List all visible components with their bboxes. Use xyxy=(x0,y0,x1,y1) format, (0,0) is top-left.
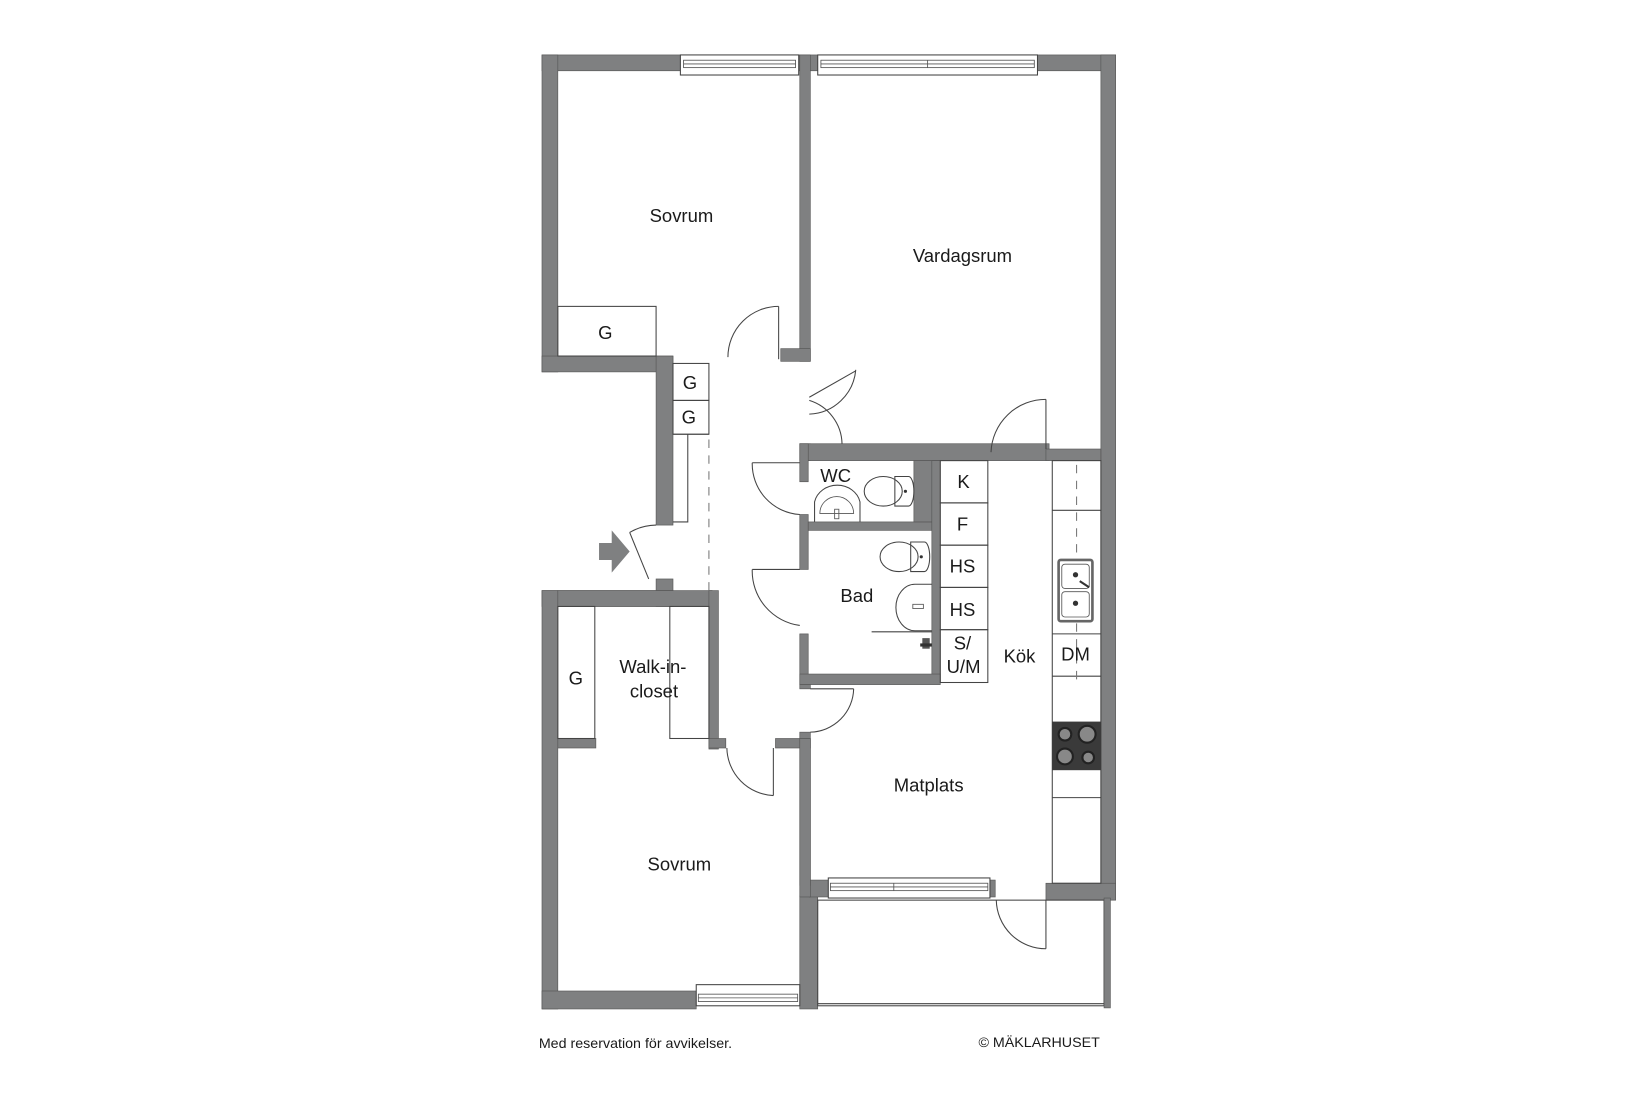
label-wc: WC xyxy=(820,465,851,486)
sink-icon xyxy=(1057,558,1094,623)
label-bedroom-bottom: Sovrum xyxy=(648,854,712,875)
copyright-text: © MÄKLARHUSET xyxy=(978,1034,1100,1051)
door-balcony xyxy=(995,900,1047,950)
balcony xyxy=(817,897,1111,1009)
window-bedroom-top xyxy=(679,54,800,76)
label-utility-1: S/ xyxy=(954,633,972,654)
label-freezer: F xyxy=(957,513,968,534)
label-wardrobe-hall-2: G xyxy=(682,407,696,428)
interior-walls xyxy=(557,54,1102,898)
label-bedroom-top: Sovrum xyxy=(650,205,714,226)
entrance-arrow-icon xyxy=(599,530,630,573)
label-tall-cabinet-1: HS xyxy=(950,556,976,577)
wc-fixtures xyxy=(814,475,915,522)
label-utility-2: U/M xyxy=(947,656,981,677)
wc-toilet-icon xyxy=(863,475,915,507)
label-fridge: K xyxy=(957,471,970,492)
label-walk-in-closet-2: closet xyxy=(630,680,678,701)
doors xyxy=(629,305,1047,950)
door-bedroom-top xyxy=(727,305,780,360)
label-wardrobe-closet: G xyxy=(569,668,583,689)
door-bath xyxy=(751,568,800,626)
bath-toilet-icon xyxy=(879,541,931,573)
label-walk-in-closet-1: Walk-in- xyxy=(619,656,686,677)
label-bath: Bad xyxy=(840,585,873,606)
bath-sink-icon xyxy=(895,583,932,632)
exterior-walls xyxy=(541,54,1116,1010)
door-living-room xyxy=(809,369,857,444)
kitchen-counter-right xyxy=(1051,460,1102,884)
door-entrance xyxy=(629,524,657,580)
label-kitchen: Kök xyxy=(1004,645,1037,666)
disclaimer-text: Med reservation för avvikelser. xyxy=(539,1036,732,1052)
door-dining xyxy=(810,688,855,733)
bath-fixtures xyxy=(871,541,932,649)
room-labels: Sovrum Vardagsrum WC Bad Kök Matplats Wa… xyxy=(569,205,1090,875)
window-dining xyxy=(827,877,991,899)
kitchen-units-left xyxy=(939,460,989,684)
door-bedroom-bottom xyxy=(726,747,774,797)
window-living-room xyxy=(817,54,1039,76)
wc-sink-icon xyxy=(814,484,861,522)
window-bedroom-bottom xyxy=(695,984,801,1007)
label-dining: Matplats xyxy=(894,774,964,795)
label-wardrobe-hall-1: G xyxy=(683,372,697,393)
wardrobes xyxy=(557,305,710,740)
door-kitchen xyxy=(990,398,1047,453)
windows xyxy=(679,54,1039,1007)
door-wc xyxy=(751,462,800,516)
label-dishwasher: DM xyxy=(1061,643,1090,664)
label-tall-cabinet-2: HS xyxy=(950,599,976,620)
label-living-room: Vardagsrum xyxy=(913,245,1012,266)
stove-icon xyxy=(1052,721,1101,771)
shower-mixer-icon xyxy=(920,638,932,649)
label-wardrobe-bedroom-top: G xyxy=(598,322,612,343)
